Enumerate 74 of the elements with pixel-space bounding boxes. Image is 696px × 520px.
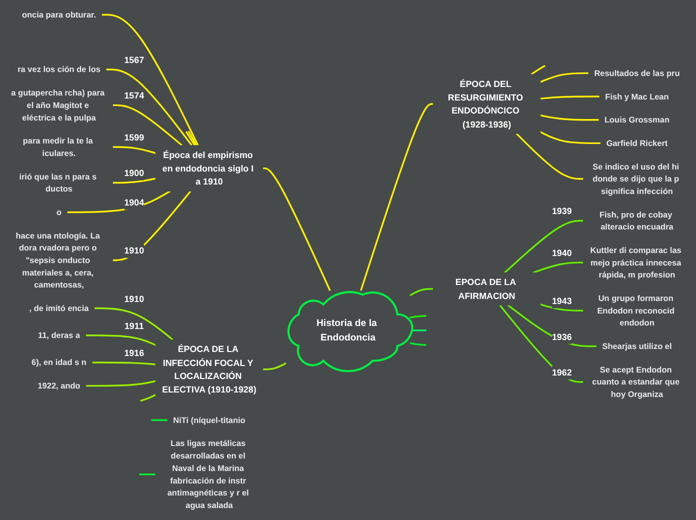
connector <box>140 394 156 402</box>
node-text: Un grupo formaron Endodon reconocid endodon <box>597 293 675 328</box>
connector <box>112 190 192 262</box>
edge-label: 1916 <box>124 348 144 358</box>
node-text: Se indico el uso del hi donde se dijo que la p significa infección <box>592 162 680 196</box>
node-text: ra vez los ción de los <box>18 64 100 74</box>
connector <box>410 288 434 296</box>
node-text: Louis Grossman <box>604 115 670 125</box>
node-text: Resultados de las pru <box>594 68 680 78</box>
edge-label: 1943 <box>552 296 572 306</box>
connector <box>262 167 331 291</box>
edge-label: 1940 <box>552 248 572 258</box>
connector <box>507 304 597 348</box>
connector <box>112 104 183 146</box>
node-text: irió que las n para s ductos <box>19 172 97 194</box>
node-text: Las ligas metálicas desarrolladas en el Naval de la Marina fabricación de instr antimagnéticas y r el agua salada <box>167 438 249 510</box>
edge-label: 1962 <box>552 367 572 378</box>
connector <box>410 342 426 346</box>
node-text: Época del empirismo en endodoncia siglo I a 1910 <box>162 150 254 187</box>
connector <box>540 72 589 83</box>
node-text: Fish, pro de cobay alteracio encuadra <box>599 210 674 232</box>
connector <box>540 114 599 121</box>
node-text: Fish y Mac Lean <box>605 92 669 102</box>
connector <box>185 131 196 146</box>
connector <box>262 362 286 370</box>
connector <box>532 262 584 274</box>
edge-label: 1900 <box>124 168 144 178</box>
node-text: para medir la te la iculares. <box>22 136 93 158</box>
connector <box>410 314 426 319</box>
connector <box>504 220 584 274</box>
connector <box>86 334 156 346</box>
node-text: 11, deras a <box>38 330 80 340</box>
edge-label: 1599 <box>124 132 144 143</box>
node-text: oncia para obturar. <box>22 10 96 20</box>
connector <box>139 473 156 476</box>
connector <box>67 190 171 214</box>
connector <box>106 68 193 146</box>
edge-label: 1936 <box>552 332 572 342</box>
node-text: , de imitó encia <box>29 303 89 314</box>
edge-label: 1939 <box>552 206 572 216</box>
node-text: a gutapercha rcha) para el año Magitot e eléctrica e la pulpa <box>11 88 105 122</box>
node-text: 6), en idad s n <box>32 358 86 368</box>
connector <box>499 304 584 383</box>
connector <box>540 96 600 100</box>
connector <box>102 14 199 146</box>
connector <box>151 419 168 421</box>
node-text: EPOCA DE LA AFIRMACION <box>455 276 516 301</box>
connector <box>86 380 156 387</box>
edge-label: 1911 <box>124 320 144 331</box>
node-text: Se acept Endodon cuanto a estandar que hoy Organiza <box>592 364 680 400</box>
edge-label: 1567 <box>124 54 144 66</box>
connector <box>360 103 434 291</box>
node-text: 1922, ando <box>38 381 80 391</box>
node-text: Shearjas utilizo el <box>602 341 672 352</box>
node-text: o <box>56 207 62 218</box>
connector <box>540 304 584 312</box>
connector <box>94 307 174 341</box>
connector <box>188 130 198 146</box>
edge-label: 1910 <box>124 246 144 256</box>
connector <box>92 362 156 366</box>
connector <box>530 64 546 76</box>
edge-label: 1904 <box>124 197 144 208</box>
node-text: NiTi (níquel-titanio <box>173 415 246 425</box>
connector <box>112 146 156 154</box>
connector <box>516 132 584 180</box>
node-text: hace una ntología. La dora rvadora pero o "sepsis onducto materiales a, cera, camentosas, <box>16 230 100 290</box>
node-text: Kuttler di comparac las mejo práctica innecesa rápida, m profesion <box>590 245 682 280</box>
edge-label: 1910 <box>124 294 144 304</box>
node-text: Garfield Rickert <box>606 138 668 148</box>
connector <box>540 131 601 144</box>
node-text: ÉPOCA DE LA INFECCIÓN FOCAL Y LOCALIZACIÓN ELECTIVA (1910-1928) <box>162 344 256 394</box>
node-text: ÉPOCA DEL RESURGIMIENTO ENDODÓNCICO (1928-1936) <box>448 78 524 130</box>
connector <box>112 178 156 184</box>
edge-label: 1574 <box>124 90 144 101</box>
